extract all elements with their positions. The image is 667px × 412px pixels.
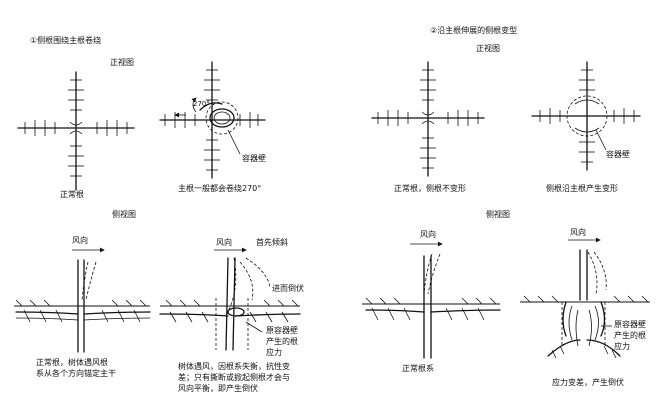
side-view-normal: [14, 247, 151, 353]
orig-wall-line-1: 原容器壁: [266, 326, 298, 335]
orig-wall-line-3: 应力: [266, 348, 282, 357]
front-view-wrapping-root: [159, 61, 266, 179]
caption-wind-3: 风向平衡，即产生倒伏: [178, 384, 258, 393]
first-tilt-label: 首先倾斜: [256, 238, 288, 247]
container-wall-label-1: 容器壁: [242, 154, 266, 163]
side-view-stress-deform: [520, 237, 650, 359]
section-title-right: ②沿主根伸展的侧根变型: [430, 26, 518, 35]
wind-direction-label-2: 风向: [216, 238, 232, 247]
orig-wall2-line-3: 应力: [614, 342, 630, 351]
caption-wind-1: 树体遇风，因根系失衡，抗性变: [178, 362, 290, 371]
front-view-label-left: 正视图: [110, 58, 134, 67]
wind-direction-label-4: 风向: [570, 228, 586, 237]
degree-label: 270°: [193, 100, 210, 108]
orig-wall2-line-1: 原容器壁: [614, 320, 646, 329]
caption-lateral-deform: 侧根沿主根产生变形: [546, 184, 618, 193]
orig-wall-line-2: 产生的根: [266, 337, 298, 346]
front-view-normal-root: [17, 71, 135, 191]
caption-stress-deform: 应力变差，产生倒伏: [552, 378, 624, 387]
side-view-normal-root-system: [362, 241, 501, 359]
caption-normal-root: 正常根: [60, 190, 84, 199]
caption-normal-no-deform: 正常根，侧根不变形: [394, 184, 466, 193]
side-view-label-left: 侧视图: [112, 210, 136, 219]
front-view-lateral-deform: [531, 61, 641, 171]
wind-direction-label-3: 风向: [420, 230, 436, 239]
caption-wind-2: 差；只有撕断或掀起侧根才会与: [178, 373, 290, 382]
section-title-left: ①侧根围绕主根卷绕: [30, 36, 102, 45]
front-view-label-right: 正视图: [476, 44, 500, 53]
container-wall-label-2: 容器壁: [606, 150, 630, 159]
front-view-no-deform: [371, 61, 485, 177]
side-view-tilting: [159, 247, 301, 351]
caption-wrap-270: 主根一般都会卷绕270°: [178, 184, 262, 193]
caption-normal-root-system: 正常根系: [402, 364, 434, 373]
wind-direction-label-1: 风向: [72, 236, 88, 245]
then-fall-label: 进而倒伏: [272, 284, 304, 293]
caption-normal-side-1: 正常根，树体遇风根: [36, 358, 108, 367]
caption-normal-side-2: 系从各个方向锚定主干: [36, 369, 116, 378]
orig-wall2-line-2: 产生的根: [614, 331, 646, 340]
side-view-label-right: 侧视图: [486, 210, 510, 219]
